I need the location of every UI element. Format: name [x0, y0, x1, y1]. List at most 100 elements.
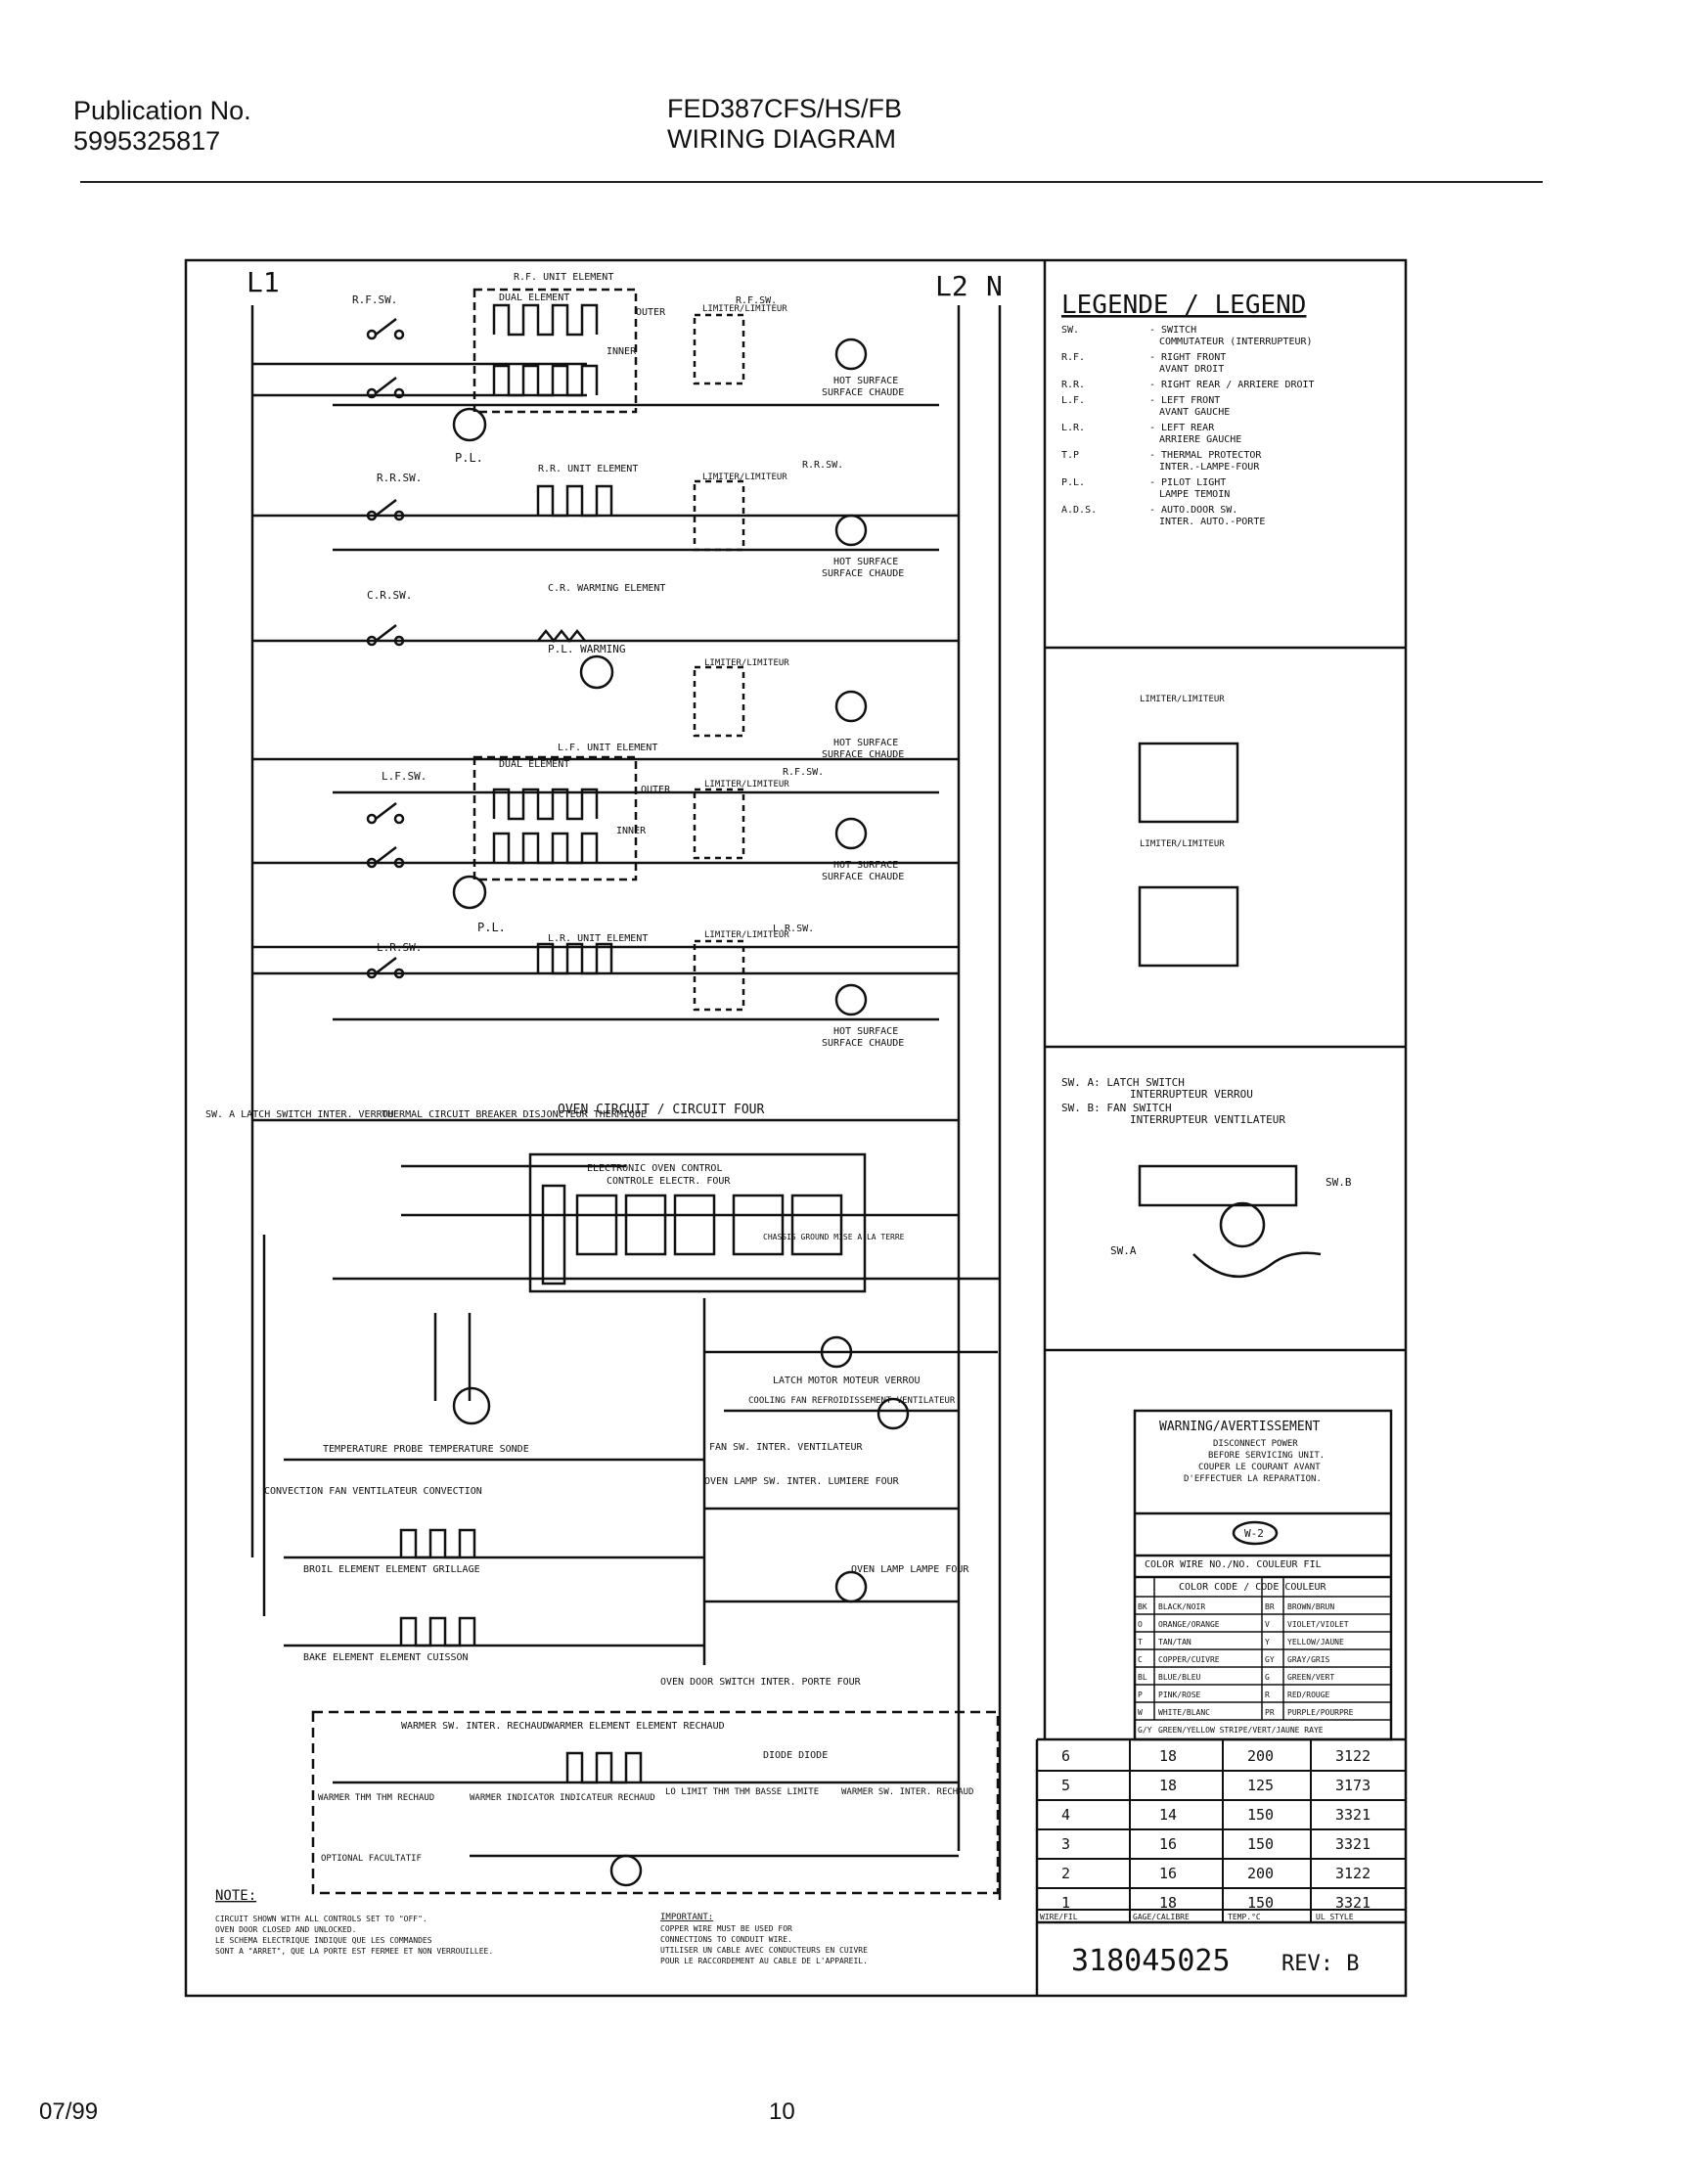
wire-table-cell: 14	[1159, 1806, 1177, 1824]
color-code-cell: WHITE/BLANC	[1158, 1708, 1210, 1717]
lr-unit-label: L.R. UNIT ELEMENT	[548, 933, 648, 944]
electronic-oven-control-box	[528, 1152, 867, 1293]
wire-table-cell: 16	[1159, 1835, 1177, 1853]
lf-unit-label: L.F. UNIT ELEMENT	[558, 743, 657, 753]
sw-b-label: SW. B: FAN SWITCH	[1061, 1102, 1172, 1114]
hot-surface-label-5: HOT SURFACE	[833, 1026, 898, 1037]
wire-table-cell: 125	[1247, 1777, 1274, 1794]
legend-abbr-2: R.R.	[1061, 380, 1085, 390]
color-code-cell: G/Y	[1138, 1726, 1152, 1735]
warning-title: WARNING/AVERTISSEMENT	[1159, 1420, 1321, 1434]
legend-entries: SW. - SWITCH COMMUTATEUR (INTERRUPTEUR) …	[1061, 325, 1315, 527]
color-code-cell: BLACK/NOIR	[1158, 1602, 1205, 1611]
color-code-cell: COPPER/CUIVRE	[1158, 1655, 1220, 1664]
rf-switch-symbol	[366, 318, 405, 399]
color-code-cell: T	[1138, 1638, 1143, 1646]
color-code-cell: ORANGE/ORANGE	[1158, 1620, 1220, 1629]
note-text-2: OVEN DOOR CLOSED AND UNLOCKED.	[215, 1925, 357, 1934]
surface-chaude-label-2: SURFACE CHAUDE	[822, 568, 904, 579]
bake-element	[399, 1616, 476, 1647]
sw-a-fr-label: INTERRUPTEUR VERROU	[1130, 1088, 1253, 1101]
color-code-cell: BROWN/BRUN	[1287, 1602, 1334, 1611]
wire-table-cell: 18	[1159, 1747, 1177, 1765]
footer-date: 07/99	[39, 2098, 99, 2125]
lf-sw-label: L.F.SW.	[382, 770, 427, 783]
l1-label: L1	[247, 266, 280, 298]
header-rule	[80, 181, 1543, 183]
legend-desc-6: - PILOT LIGHT	[1149, 477, 1226, 488]
revision: REV: B	[1281, 1952, 1359, 1976]
wire-table-cell: 3321	[1335, 1894, 1371, 1912]
eoc-label: ELECTRONIC OVEN CONTROL	[587, 1163, 722, 1174]
lf-inner-label: INNER	[616, 826, 647, 836]
lr-sw-label-right: L.R.SW.	[773, 924, 814, 934]
warning-line-1: DISCONNECT POWER	[1213, 1439, 1298, 1449]
document-title: WIRING DIAGRAM	[667, 124, 896, 154]
limiter-label-2: LIMITER/LIMITEUR	[702, 473, 787, 482]
legend-desc2-1: AVANT DROIT	[1159, 364, 1224, 375]
legend-limiter-b: LIMITER/LIMITEUR	[1140, 839, 1225, 849]
wire-table-header: UL STYLE	[1316, 1913, 1354, 1921]
wire-table-cell: 6	[1061, 1747, 1070, 1765]
color-code-cell: GREEN/YELLOW STRIPE/VERT/JAUNE RAYE	[1158, 1726, 1324, 1735]
wire-table-cell: 2	[1061, 1865, 1070, 1882]
part-number: 318045025	[1071, 1944, 1231, 1978]
hot-surface-label-4: HOT SURFACE	[833, 860, 898, 871]
warning-line-3: COUPER LE COURANT AVANT	[1198, 1463, 1321, 1472]
lo-limit-label: LO LIMIT THM THM BASSE LIMITE	[665, 1787, 819, 1797]
cooling-fan-label: COOLING FAN REFROIDISSEMENT VENTILATEUR	[748, 1396, 956, 1406]
wire-table-cell: 16	[1159, 1865, 1177, 1882]
bake-element-label: BAKE ELEMENT ELEMENT CUISSON	[303, 1652, 469, 1663]
latch-motor-symbol	[820, 1335, 853, 1369]
rf-sw-label-right: R.F.SW.	[736, 295, 777, 306]
warning-line-4: D'EFFECTUER LA REPARATION.	[1184, 1474, 1322, 1484]
note-label: NOTE:	[215, 1888, 256, 1904]
rf-sw-label-lf: R.F.SW.	[783, 767, 824, 778]
note-text-4: SONT A "ARRET", QUE LA PORTE EST FERMEE …	[215, 1947, 493, 1956]
lf-inner-element	[492, 832, 599, 865]
wire-table-cell: 4	[1061, 1806, 1070, 1824]
color-code-cell: VIOLET/VIOLET	[1287, 1620, 1349, 1629]
warmer-sw-label: WARMER SW. INTER. RECHAUD	[401, 1721, 549, 1732]
legend-desc2-0: COMMUTATEUR (INTERRUPTEUR)	[1159, 337, 1313, 347]
broil-element	[399, 1528, 476, 1559]
surface-chaude-label-1: SURFACE CHAUDE	[822, 387, 904, 398]
swb-pointer-label: SW.B	[1326, 1176, 1352, 1189]
warmer-element-label: WARMER ELEMENT ELEMENT RECHAUD	[548, 1721, 725, 1732]
inner-label: INNER	[607, 346, 637, 357]
important-text-2: CONNECTIONS TO CONDUIT WIRE.	[660, 1935, 792, 1944]
color-code-cell: V	[1265, 1620, 1270, 1629]
rf-inner-element	[492, 364, 599, 397]
hot-surface-label-2: HOT SURFACE	[833, 557, 898, 567]
temperature-probe-symbol	[452, 1386, 491, 1425]
outer-label: OUTER	[636, 307, 666, 318]
cr-warming-element	[537, 628, 586, 644]
footer-page: 10	[769, 2098, 795, 2125]
warning-box	[1133, 1409, 1393, 1741]
wire-table-cell: 200	[1247, 1747, 1274, 1765]
fan-sw-label: FAN SW. INTER. VENTILATEUR	[709, 1442, 864, 1453]
lf-dual-element-label: DUAL ELEMENT	[499, 759, 569, 770]
color-code-cell: TAN/TAN	[1158, 1638, 1191, 1646]
legend-limiter-a: LIMITER/LIMITEUR	[1140, 695, 1225, 704]
rf-pilot-light-label: P.L.	[455, 451, 483, 465]
optional-label: OPTIONAL FACULTATIF	[321, 1854, 422, 1864]
swa-pointer-label: SW.A	[1110, 1244, 1137, 1257]
legend-desc-3: - LEFT FRONT	[1149, 395, 1220, 406]
wire-table-cell: 18	[1159, 1894, 1177, 1912]
n-label: N	[986, 270, 1003, 302]
color-code-cell: YELLOW/JAUNE	[1287, 1638, 1344, 1646]
thermal-breaker-label: THERMAL CIRCUIT BREAKER DISJONCTEUR THER…	[382, 1109, 647, 1120]
diagram-frame	[184, 258, 1408, 1998]
legend-abbr-1: R.F.	[1061, 352, 1085, 363]
lf-pilot-light-label: P.L.	[477, 921, 506, 934]
legend-abbr-6: P.L.	[1061, 477, 1085, 488]
sw-b-fr-label: INTERRUPTEUR VENTILATEUR	[1130, 1113, 1285, 1126]
hot-surface-label-3: HOT SURFACE	[833, 738, 898, 748]
rr-sw-label-right: R.R.SW.	[802, 460, 843, 471]
color-code-cell: GRAY/GRIS	[1287, 1655, 1330, 1664]
color-code-cell: G	[1265, 1673, 1270, 1682]
color-wire-label: COLOR WIRE NO./NO. COULEUR FIL	[1145, 1559, 1322, 1570]
broil-element-label: BROIL ELEMENT ELEMENT GRILLAGE	[303, 1564, 480, 1575]
